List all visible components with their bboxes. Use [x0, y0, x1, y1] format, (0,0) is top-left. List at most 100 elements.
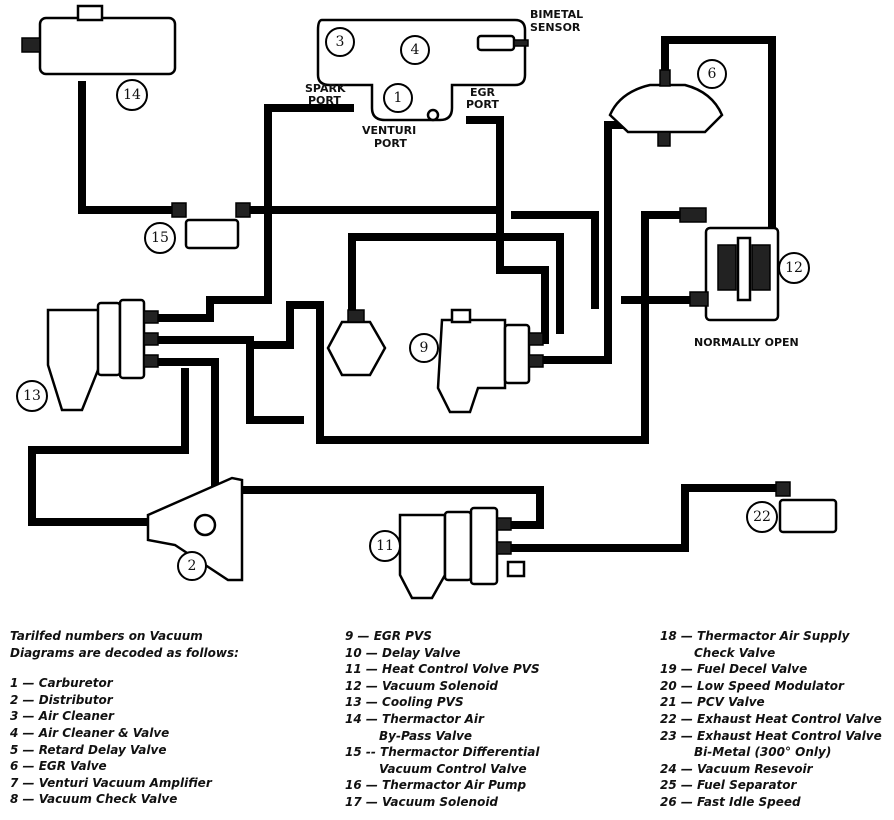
callout-13-circle — [16, 380, 48, 412]
hose-spark-port — [151, 104, 354, 322]
bimetal-sensor-fitting — [513, 39, 529, 47]
legend-item: 2 — Distributor — [10, 692, 113, 707]
part-9-port-2 — [528, 354, 544, 368]
legend-item: 16 — Thermactor Air Pump — [345, 778, 527, 793]
legend-item: 3 — Air Cleaner — [10, 709, 114, 724]
legend-item: 22 — Exhaust Heat Control Valve — [660, 711, 882, 726]
callout-9-circle — [409, 333, 439, 363]
callout-1-circle — [383, 83, 413, 113]
legend-item-continued: By-Pass Valve — [379, 728, 473, 743]
part-22-fitting — [775, 481, 791, 497]
part-6-stem — [657, 131, 671, 147]
part-6-egr-valve — [608, 83, 724, 134]
legend-item: 12 — Vacuum Solenoid — [345, 678, 499, 693]
part-14-body — [38, 16, 177, 76]
callout-11-circle — [369, 530, 401, 562]
legend-intro-line-2: Diagrams are decoded as follows: — [10, 645, 239, 660]
callout-14-circle — [116, 79, 148, 111]
hose-to-9 — [541, 121, 629, 364]
bimetal-sensor-body — [476, 34, 516, 52]
bimetal-sensor-label-line2: SENSOR — [530, 21, 581, 34]
part-14-fitting — [21, 37, 41, 53]
part-15-body — [184, 218, 240, 250]
legend-item: 8 — Vacuum Check Valve — [10, 792, 178, 807]
legend-item: 13 — Cooling PVS — [345, 695, 464, 710]
part-11-port-1 — [496, 517, 512, 531]
spark-port-label-line2: PORT — [308, 94, 341, 107]
spark-port-label-line1: SPARK — [305, 82, 346, 95]
callout-11: 11 — [376, 538, 394, 554]
hose-to-22 — [506, 484, 782, 552]
legend-column-3: 18 — Thermactor Air Supply Check Valve 1… — [660, 628, 882, 811]
callout-6: 6 — [708, 66, 717, 82]
legend-item: 24 — Vacuum Resevoir — [660, 761, 813, 776]
legend-item: 9 — EGR PVS — [345, 629, 432, 643]
legend-item: 14 — Thermactor Air — [345, 711, 484, 726]
legend-item: 15 -- Thermactor Differential — [345, 745, 540, 760]
legend-column-1: Tarilfed numbers on Vacuum Diagrams are … — [10, 628, 239, 808]
legend-intro-line-1: Tarilfed numbers on Vacuum — [10, 629, 203, 643]
part-22-body — [778, 498, 838, 534]
callout-15: 15 — [151, 230, 169, 246]
callout-2: 2 — [188, 558, 197, 574]
part-13-body — [46, 308, 102, 412]
egr-port-label-line2: PORT — [466, 98, 499, 111]
legend-item: 7 — Venturi Vacuum Amplifier — [10, 775, 212, 790]
callout-2-circle — [177, 551, 207, 581]
venturi-port-label-line2: PORT — [374, 137, 407, 150]
callout-22-circle — [746, 501, 778, 533]
venturi-port-label-line1: VENTURI — [362, 124, 416, 137]
callout-12: 12 — [785, 260, 803, 276]
hose-mid-loop — [511, 211, 599, 309]
legend-item: 10 — Delay Valve — [345, 645, 461, 660]
legend-item-continued: Bi-Metal (300° Only) — [694, 745, 832, 760]
legend-column-2: 9 — EGR PVS 10 — Delay Valve 11 — Heat C… — [345, 628, 540, 811]
legend-item-continued: Check Valve — [694, 645, 776, 660]
part-15-fitting-left — [171, 202, 187, 218]
legend-item: 5 — Retard Delay Valve — [10, 742, 167, 757]
part-13-cap-2 — [118, 298, 146, 380]
hose-to-2 — [28, 368, 189, 526]
callout-1: 1 — [394, 90, 403, 106]
part-9-top — [450, 308, 472, 324]
part-6-nipple — [659, 69, 671, 87]
part-14-cap — [76, 4, 104, 22]
callout-4: 4 — [411, 42, 420, 58]
legend-item: 18 — Thermactor Air Supply — [660, 629, 850, 643]
callout-12-circle — [778, 252, 810, 284]
part-9-port-1 — [528, 332, 544, 346]
bimetal-sensor-label-line1: BIMETAL — [530, 8, 583, 21]
vacuum-check-valve — [326, 320, 387, 377]
part-2-boss — [193, 513, 217, 537]
callout-14: 14 — [123, 87, 141, 103]
callout-15-circle — [144, 222, 176, 254]
part-11-cap-2 — [469, 506, 499, 586]
callout-3: 3 — [336, 34, 345, 50]
part-13-port-3 — [143, 354, 159, 368]
part-12-plunger — [736, 236, 752, 302]
normally-open-label: NORMALLY OPEN — [694, 336, 799, 349]
hose-13-lower — [151, 358, 544, 529]
part-12-port-top — [679, 207, 707, 223]
hose-to-12-upper — [251, 211, 684, 444]
egr-port-label-line1: EGR — [470, 86, 496, 99]
part-12-coil-left — [717, 244, 737, 291]
part-11-cap-1 — [443, 510, 473, 582]
callout-13: 13 — [23, 388, 41, 404]
venturi-port-fitting — [426, 108, 440, 122]
hose-egr-port — [466, 116, 549, 344]
legend-item: 20 — Low Speed Modulator — [660, 678, 844, 693]
vacuum-hose-diagram: 1 3 4 14 6 15 12 9 13 2 11 22 BIMETAL SE… — [16, 4, 838, 600]
callout-6-circle — [697, 59, 727, 89]
legend-item: 19 — Fuel Decel Valve — [660, 662, 808, 677]
callout-22: 22 — [753, 509, 771, 525]
part-13-port-1 — [143, 310, 159, 324]
legend-item: 25 — Fuel Separator — [660, 778, 797, 793]
part-11-body — [398, 513, 447, 600]
legend-item: 26 — Fast Idle Speed — [660, 794, 801, 809]
legend: Tarilfed numbers on Vacuum Diagrams are … — [0, 628, 894, 818]
callout-9: 9 — [420, 340, 429, 356]
callout-4-circle — [400, 35, 430, 65]
part-13-port-2 — [143, 332, 159, 346]
